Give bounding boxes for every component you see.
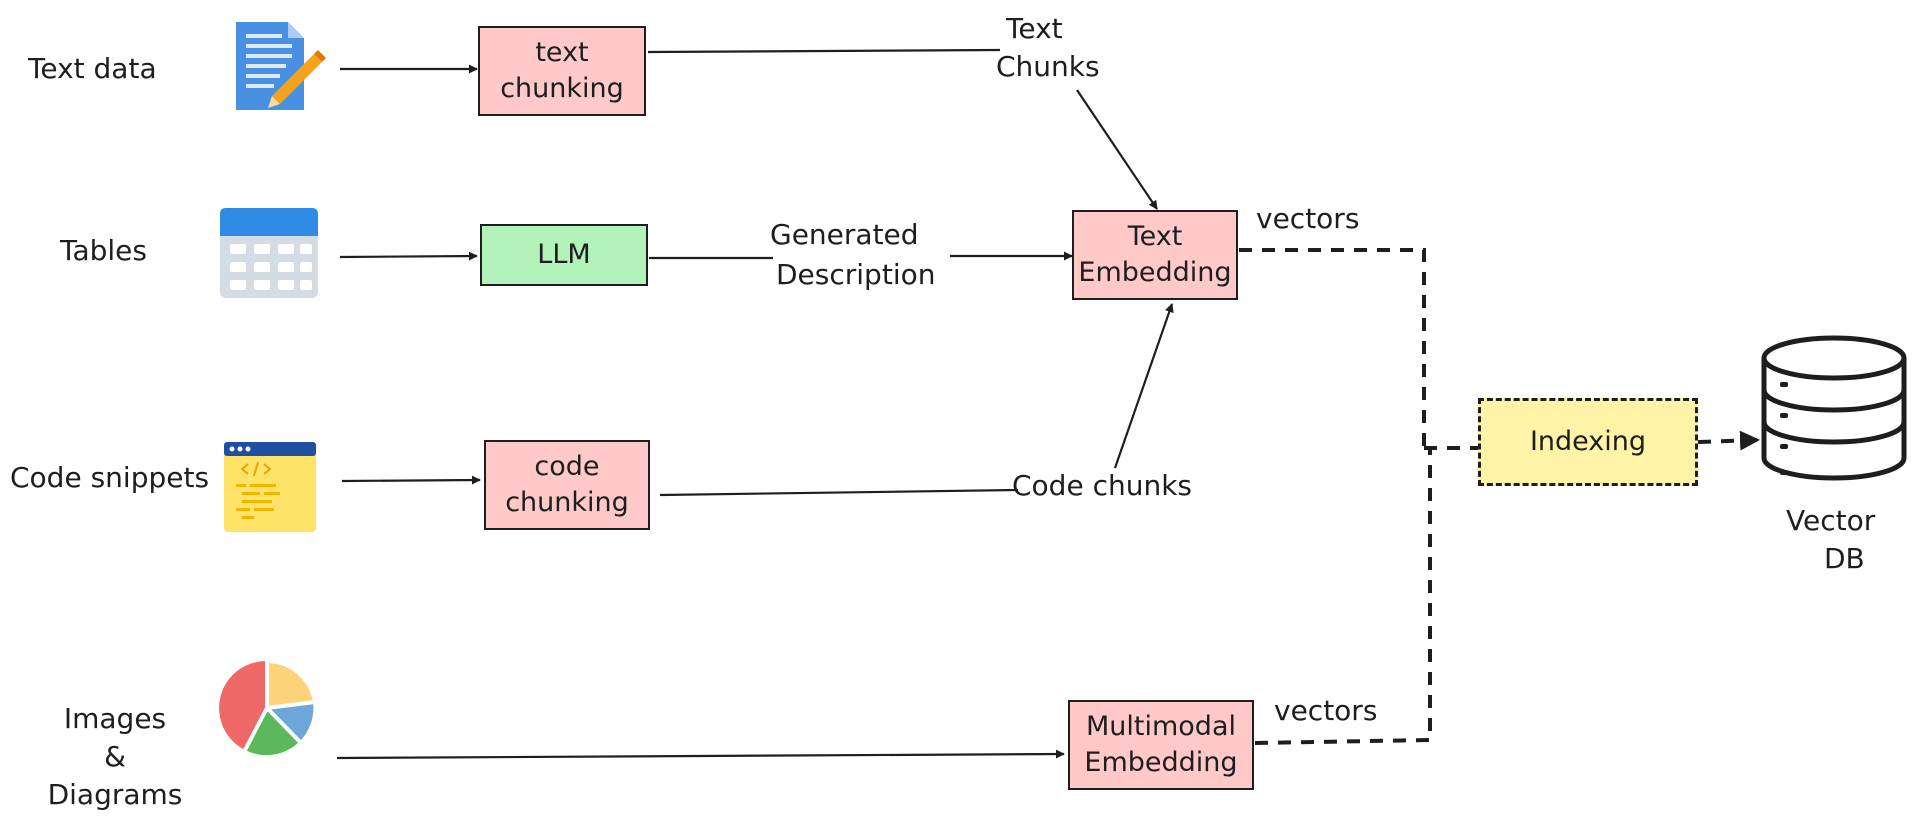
edge-tables-to-llm [339, 251, 478, 261]
edge-codechunks-to-embedding [1113, 303, 1174, 469]
label-vectors-text: vectors [1256, 202, 1360, 235]
source-code-snippets: Code snippets [10, 461, 210, 494]
text-chunking-node: text chunking [478, 26, 646, 116]
edge-codechunking-to-codechunks [659, 488, 1019, 497]
source-tables: Tables [60, 234, 147, 267]
vector-db-line1: Vector [1786, 504, 1876, 537]
document-icon [236, 22, 326, 110]
edge-textchunks-to-embedding [1076, 89, 1158, 210]
table-icon [220, 208, 318, 298]
edge-indexing-to-vectordb [1697, 430, 1760, 451]
edge-chunking-to-textchunks [647, 48, 1001, 54]
edge-multimodal-to-indexing [1254, 448, 1432, 745]
label-generated-line1: Generated [770, 218, 919, 251]
code-chunking-node: code chunking [484, 440, 650, 530]
source-amp-line: & [104, 740, 126, 773]
label-text-chunks-line2: Chunks [996, 50, 1100, 83]
vector-db-line2: DB [1824, 542, 1865, 575]
code-window-icon [224, 442, 316, 532]
llm-node: LLM [480, 224, 648, 286]
edge-images-to-multimodal [336, 749, 1065, 760]
label-vectors-multimodal: vectors [1274, 694, 1378, 727]
edge-textembedding-to-indexing [1239, 248, 1426, 448]
source-text-data: Text data [28, 52, 157, 85]
source-images-line: Images [63, 702, 167, 735]
label-text-chunks-line1: Text [1006, 12, 1063, 45]
multimodal-embedding-node: Multimodal Embedding [1068, 700, 1254, 790]
pie-chart-icon [219, 660, 316, 756]
label-code-chunks: Code chunks [1012, 469, 1193, 502]
indexing-node: Indexing [1478, 398, 1698, 486]
database-icon [1761, 335, 1907, 481]
edge-code-to-chunking [341, 475, 481, 485]
label-generated-line2: Description [776, 258, 936, 291]
text-embedding-node: Text Embedding [1072, 210, 1238, 300]
source-diagrams-line: Diagrams [47, 778, 183, 811]
